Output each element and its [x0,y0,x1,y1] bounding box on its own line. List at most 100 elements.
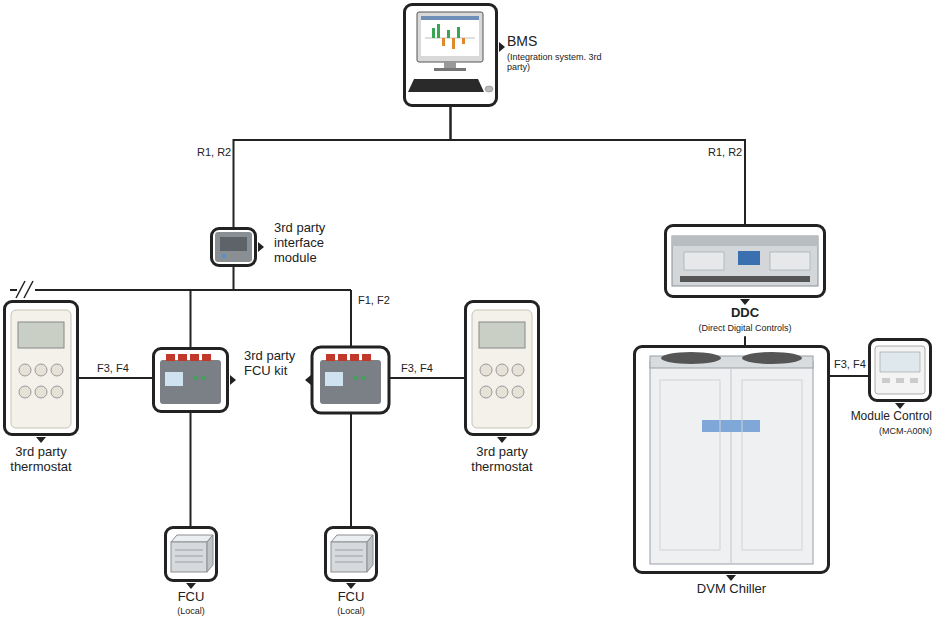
fcu-kit-picture [312,347,389,413]
pointer-triangle [230,375,236,385]
computer-picture [462,38,465,44]
thermostat-picture [512,364,524,376]
thermostat-picture [35,386,47,398]
wire-label: R1, R2 [196,146,232,159]
thermostat-picture [11,310,532,428]
ddc-picture [770,252,810,270]
pointer-triangle [36,42,905,589]
wire-label: F3, F4 [833,358,867,371]
computer-picture [432,28,435,38]
computer-picture [442,38,445,46]
chiller-picture [661,352,721,364]
fcu-kit-picture [338,354,347,361]
computer-picture [421,16,479,56]
module-control-picture [910,378,918,383]
thermostat-picture [496,364,508,376]
bus-wires [350,290,352,347]
module-control-picture [880,352,920,372]
device-label: 3rd party thermostat [2,445,80,475]
connector-group [79,107,868,526]
fcu-picture [367,535,373,572]
computer-picture [452,38,455,49]
device-box: FCU(Local) [324,526,378,582]
computer-picture [447,30,450,38]
ddc-picture [672,236,818,246]
device-sublabel: (MCM-A00N) [834,426,932,436]
pointer-triangle [346,583,356,589]
fcu-kit-picture [362,354,371,361]
connector [451,107,746,224]
fcu-kit-picture [350,354,359,361]
device-box: FCU(Local) [164,526,218,582]
connector [234,107,451,227]
fcu-picture [171,542,207,572]
pointer-triangle [186,583,196,589]
pointer-triangle [740,299,750,305]
pointer-triangle [726,575,736,581]
fcu-kit-picture [166,354,175,361]
fcu-picture [331,535,373,542]
chiller-picture [660,380,720,550]
chiller-picture [731,368,732,564]
interface-module-picture [222,254,226,258]
computer-picture [485,86,493,92]
thermostat-picture [19,386,31,398]
computer-picture [408,79,484,92]
fcu-kit-picture [178,354,187,361]
fcu-picture [331,542,367,572]
thermostat-picture [480,364,492,376]
fcu-kit-picture [326,354,335,361]
ddc-picture [684,252,724,270]
fcu-kit-picture [361,376,365,380]
thermostat-picture [496,386,508,398]
fcu-kit-picture [353,376,357,380]
device-box: DVM Chiller [633,345,830,574]
fcu-picture [171,535,373,572]
fcu-picture [175,556,203,557]
chiller-picture [650,362,813,564]
device-label: FCU [311,590,391,605]
chiller-picture [742,380,802,550]
wire-label: F1, F2 [357,294,391,307]
connector [190,413,192,526]
wire-label: R1, R2 [707,146,743,159]
fcu-kit-picture [320,360,381,404]
device-box: DDC(Direct Digital Controls) [664,224,826,298]
device-sublabel: (Integration system. 3rd party) [507,52,607,73]
pointer-triangle [258,242,264,252]
chiller-picture [650,352,813,564]
break-mark [16,281,35,298]
fcu-kit-picture [325,372,343,386]
thermostat-picture [479,322,525,348]
fcu-kit-picture [190,354,199,361]
thermostat-picture [11,310,71,428]
device-box: 3rd party interface module [210,227,257,267]
computer-picture [417,12,483,62]
ddc-picture [680,276,810,282]
connector [191,267,234,347]
computer-picture [437,24,440,38]
interface-module-picture [220,237,247,251]
fcu-picture [207,535,213,572]
break-mark [16,281,25,298]
pointer-triangle [305,375,311,385]
thermostat-picture [19,364,31,376]
interface-module-picture [215,232,252,262]
module-control-picture [896,378,904,383]
fcu-kit-picture [160,360,221,404]
pointer-triangle [895,403,905,409]
thermostat-picture [480,386,492,398]
pointer-triangle [36,437,46,443]
connector [744,336,746,345]
device-label: 3rd party interface module [274,221,338,266]
chiller-picture [742,352,802,364]
thermostat-picture [35,364,47,376]
device-label: DDC [664,306,826,321]
computer-picture [408,12,493,92]
wire-label: F3, F4 [400,362,434,375]
fcu-kit-picture [165,372,183,386]
thermostat-picture [18,322,64,348]
fcu-kit-picture [160,347,389,413]
